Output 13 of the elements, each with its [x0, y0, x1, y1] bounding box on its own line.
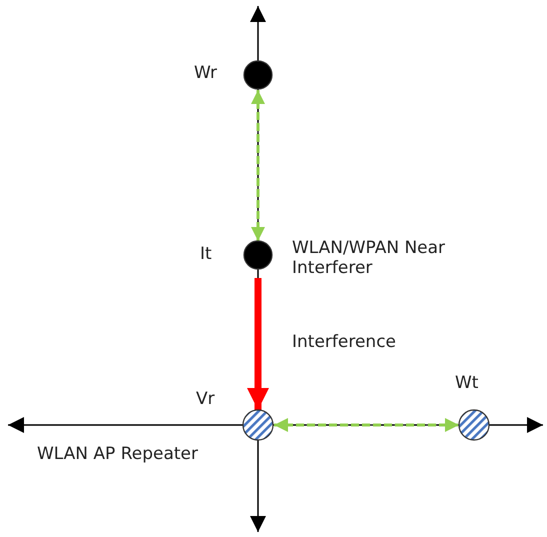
link-arrow [251, 90, 265, 242]
link-arrow [274, 418, 460, 432]
hatched-node-circle [242, 409, 274, 441]
node-label: WLAN AP Repeater [37, 444, 198, 464]
node-circle [243, 240, 273, 270]
node-label: It [200, 244, 212, 264]
node-label: Wr [194, 63, 218, 84]
node-label: Wt [455, 373, 478, 394]
hatched-node-circle [458, 409, 490, 441]
node-label: WLAN/WPAN Near Interferer [292, 238, 446, 279]
node-circle [243, 60, 273, 90]
interference-arrow [247, 278, 269, 410]
node-label: Vr [196, 389, 215, 410]
